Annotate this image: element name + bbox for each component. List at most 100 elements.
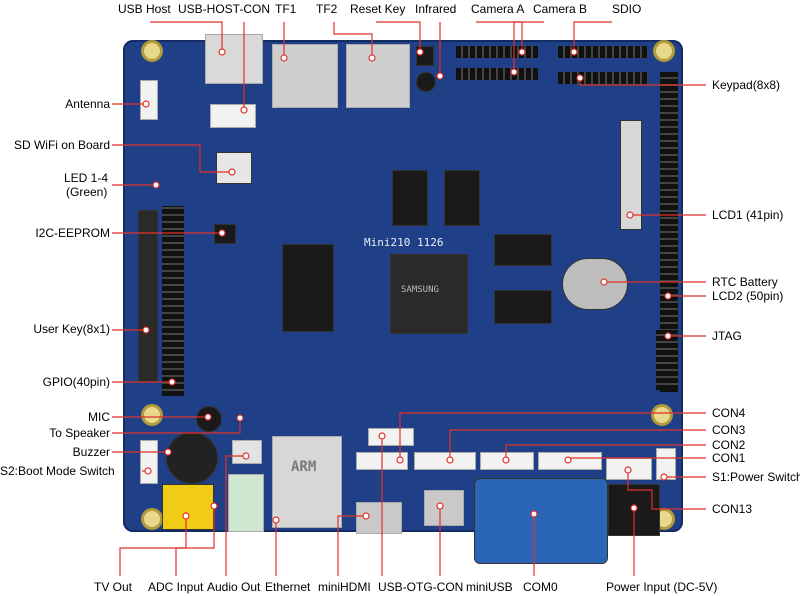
ram-chip <box>444 170 480 226</box>
label-con4: CON4 <box>712 406 746 420</box>
camera-a-header <box>456 46 538 58</box>
leader-dot <box>242 452 250 460</box>
boot-mode-switch <box>140 440 158 484</box>
nand-chip <box>282 244 334 332</box>
miniusb-port <box>424 490 464 526</box>
leader-line <box>119 516 187 576</box>
leader-dot <box>236 414 244 422</box>
label-antenna: Antenna <box>65 97 110 111</box>
leader-line <box>376 21 421 52</box>
leader-dot <box>164 448 172 456</box>
lcd2-header <box>660 72 678 392</box>
leader-dot <box>396 456 404 464</box>
label-rtc-battery: RTC Battery <box>712 275 778 289</box>
mounting-hole <box>141 404 163 426</box>
label-tf1: TF1 <box>275 2 297 16</box>
label-led-line1: LED 1-4 <box>64 171 109 185</box>
label-ethernet: Ethernet <box>265 580 311 594</box>
usb-host-port <box>205 34 263 84</box>
label-con1: CON1 <box>712 451 746 465</box>
leader-dot <box>664 292 672 300</box>
leader-dot <box>564 456 572 464</box>
sdio-header <box>558 46 648 58</box>
label-tv-out: TV Out <box>94 580 133 594</box>
leader-line <box>476 21 523 52</box>
label-adc-input: ADC Input <box>148 580 204 594</box>
leader-dot <box>168 378 176 386</box>
leader-dot <box>436 72 444 80</box>
label-mic: MIC <box>88 410 110 424</box>
label-usb-otg-con: USB-OTG-CON <box>378 580 464 594</box>
leader-dot <box>570 48 578 56</box>
label-audio-out: Audio Out <box>207 580 261 594</box>
leader-line <box>449 429 706 460</box>
label-keypad: Keypad(8x8) <box>712 78 781 92</box>
leader-line <box>337 515 366 576</box>
audio-out-jack <box>228 474 264 532</box>
ram-chip <box>494 234 552 266</box>
mounting-hole <box>653 40 675 62</box>
ram-chip <box>494 290 552 324</box>
leader-line <box>150 21 223 52</box>
leader-dot <box>518 48 526 56</box>
leader-dot <box>272 516 280 524</box>
leader-dot <box>240 106 248 114</box>
leader-line <box>225 455 246 576</box>
leader-dot <box>218 48 226 56</box>
label-com0: COM0 <box>523 580 558 594</box>
leader-line <box>175 506 215 576</box>
con-connector <box>414 452 476 470</box>
leader-dot <box>416 48 424 56</box>
leader-line <box>505 444 706 460</box>
mounting-hole <box>141 40 163 62</box>
antenna-con <box>140 80 158 120</box>
label-usb-host: USB Host <box>118 2 171 16</box>
buzzer-element <box>166 432 218 484</box>
leader-dot <box>144 467 152 475</box>
leader-dot <box>218 229 226 237</box>
leader-dot <box>210 502 218 510</box>
mounting-hole <box>651 404 673 426</box>
leader-dot <box>368 54 376 62</box>
wifi-module <box>216 152 252 184</box>
leader-line <box>573 21 612 52</box>
label-infrared: Infrared <box>415 2 457 16</box>
leader-line <box>399 412 706 460</box>
label-boot-mode: S2:Boot Mode Switch <box>0 464 115 478</box>
leader-dot <box>182 512 190 520</box>
camera-b-header <box>456 68 538 80</box>
leader-dot <box>664 332 672 340</box>
gpio-header <box>162 206 184 396</box>
adc-input-pot <box>232 440 262 464</box>
com0-port <box>474 478 608 564</box>
label-i2c-eeprom: I2C-EEPROM <box>35 226 110 240</box>
label-usb-host-con: USB-HOST-CON <box>178 2 271 16</box>
cpu-chip: SAMSUNG <box>390 254 468 334</box>
label-con2: CON2 <box>712 438 746 452</box>
label-jtag: JTAG <box>712 329 742 343</box>
label-sd-wifi: SD WiFi on Board <box>13 138 110 152</box>
jtag-header <box>656 330 678 390</box>
label-buzzer: Buzzer <box>72 445 110 459</box>
mounting-hole <box>141 508 163 530</box>
leader-line <box>567 457 706 460</box>
leader-line <box>333 22 373 58</box>
label-power-input: Power Input (DC-5V) <box>606 580 718 594</box>
label-camera-a: Camera A <box>471 2 525 16</box>
label-sdio: SDIO <box>612 2 642 16</box>
label-reset-key: Reset Key <box>350 2 406 16</box>
leader-dot <box>378 432 386 440</box>
label-to-speaker: To Speaker <box>49 426 110 440</box>
label-power-switch: S1:Power Switch <box>712 470 800 484</box>
label-user-key: User Key(8x1) <box>33 322 110 336</box>
ram-chip <box>392 170 428 226</box>
leader-dot <box>280 54 288 62</box>
leader-line <box>112 418 241 434</box>
leader-line <box>579 78 706 86</box>
ethernet-jack: ARM <box>272 436 342 528</box>
usb-host-con <box>210 104 256 128</box>
leader-dot <box>228 168 236 176</box>
leader-line <box>627 470 706 510</box>
